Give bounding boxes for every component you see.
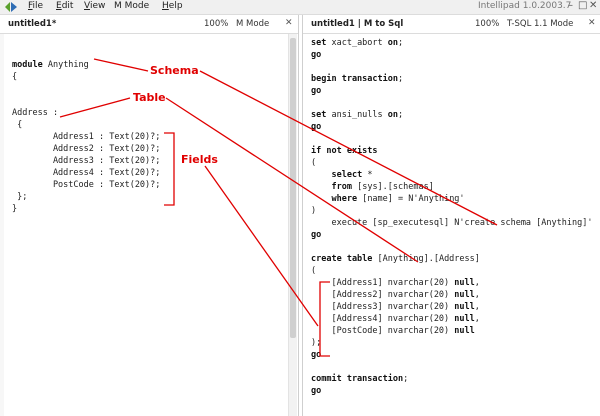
code-line: { bbox=[12, 72, 18, 82]
code-line: Address2 : Text(20)?; bbox=[12, 144, 161, 154]
code-line: Address3 : Text(20)?; bbox=[12, 156, 161, 166]
sql-output-pane: untitled1 | M to Sql 100% T-SQL 1.1 Mode… bbox=[302, 15, 600, 416]
code-line: ( bbox=[311, 158, 317, 168]
code-line: execute [sp_executesql] N'create schema … bbox=[311, 218, 593, 228]
left-pane-header: untitled1* 100% M Mode ✕ bbox=[0, 15, 298, 34]
maximize-button[interactable]: □ bbox=[578, 0, 588, 11]
code-line: go bbox=[311, 122, 322, 132]
left-scrollbar[interactable] bbox=[288, 34, 297, 416]
left-pane-close-icon[interactable]: ✕ bbox=[285, 18, 293, 28]
menu-file[interactable]: File bbox=[28, 1, 44, 11]
code-line: if not exists bbox=[311, 146, 378, 156]
code-line: go bbox=[311, 386, 322, 396]
code-line: where [name] = N'Anything' bbox=[331, 194, 465, 204]
code-line: }; bbox=[12, 192, 28, 202]
right-pane-header: untitled1 | M to Sql 100% T-SQL 1.1 Mode… bbox=[303, 15, 600, 34]
menu-view[interactable]: View bbox=[84, 1, 106, 11]
sql-code-view[interactable]: set xact_abort on; go begin transaction; g… bbox=[311, 37, 592, 397]
menu-edit[interactable]: Edit bbox=[56, 1, 74, 11]
code-line: commit transaction; bbox=[311, 374, 409, 384]
code-line: [Address3] nvarchar(20) null, bbox=[311, 302, 480, 312]
code-line: Address : bbox=[12, 108, 59, 118]
code-line bbox=[311, 361, 592, 373]
code-line: ( bbox=[311, 266, 317, 276]
right-pane-zoom[interactable]: 100% bbox=[475, 19, 500, 29]
code-line: Address4 : Text(20)?; bbox=[12, 168, 161, 178]
code-line bbox=[12, 47, 160, 59]
menu-help[interactable]: Help bbox=[162, 1, 183, 11]
code-line: Address1 : Text(20)?; bbox=[12, 132, 161, 142]
code-line bbox=[311, 133, 592, 145]
code-line bbox=[311, 61, 592, 73]
close-window-button[interactable]: ✕ bbox=[589, 0, 598, 11]
right-pane-close-icon[interactable]: ✕ bbox=[588, 18, 596, 28]
code-line: PostCode : Text(20)?; bbox=[12, 180, 161, 190]
code-line: module Anything bbox=[12, 60, 89, 70]
code-line bbox=[311, 241, 592, 253]
code-line: [Address1] nvarchar(20) null, bbox=[311, 278, 480, 288]
app-title: Intellipad 1.0.2003.7 bbox=[478, 1, 572, 11]
code-line: set ansi_nulls on; bbox=[311, 110, 404, 120]
code-line: set xact_abort on; bbox=[311, 38, 404, 48]
intellipad-logo-icon bbox=[5, 2, 17, 12]
code-line: select * bbox=[331, 170, 373, 180]
code-line: go bbox=[311, 50, 322, 60]
code-line: [PostCode] nvarchar(20) null bbox=[311, 326, 475, 336]
m-code-editor[interactable]: module Anything { Address : { Address1 : … bbox=[12, 47, 160, 215]
left-gutter bbox=[0, 34, 4, 416]
code-line: [Address4] nvarchar(20) null, bbox=[311, 314, 480, 324]
code-line: from [sys].[schemas] bbox=[331, 182, 434, 192]
menu-m-mode[interactable]: M Mode bbox=[114, 1, 150, 11]
left-pane-zoom[interactable]: 100% bbox=[204, 19, 229, 29]
code-line: begin transaction; bbox=[311, 74, 404, 84]
right-pane-title: untitled1 | M to Sql bbox=[311, 19, 404, 29]
left-pane-title: untitled1* bbox=[8, 19, 57, 29]
code-line: ); bbox=[311, 338, 322, 348]
code-line: { bbox=[12, 120, 23, 130]
schema-annotation: Schema bbox=[150, 64, 199, 77]
menu-bar: File Edit View M Mode Help Intellipad 1.… bbox=[0, 0, 600, 15]
left-pane-mode[interactable]: M Mode bbox=[236, 19, 270, 29]
table-annotation: Table bbox=[133, 91, 166, 104]
code-line: go bbox=[311, 86, 322, 96]
code-line bbox=[311, 97, 592, 109]
code-line: ) bbox=[311, 206, 317, 216]
code-line: } bbox=[12, 204, 18, 214]
right-pane-mode[interactable]: T-SQL 1.1 Mode bbox=[507, 19, 574, 29]
minimize-button[interactable]: – bbox=[568, 0, 573, 11]
left-scrollbar-thumb[interactable] bbox=[290, 38, 296, 338]
code-line: go bbox=[311, 350, 322, 360]
code-line: create table [Anything].[Address] bbox=[311, 254, 480, 264]
code-line: go bbox=[311, 230, 322, 240]
fields-annotation: Fields bbox=[181, 153, 218, 166]
code-line: [Address2] nvarchar(20) null, bbox=[311, 290, 480, 300]
